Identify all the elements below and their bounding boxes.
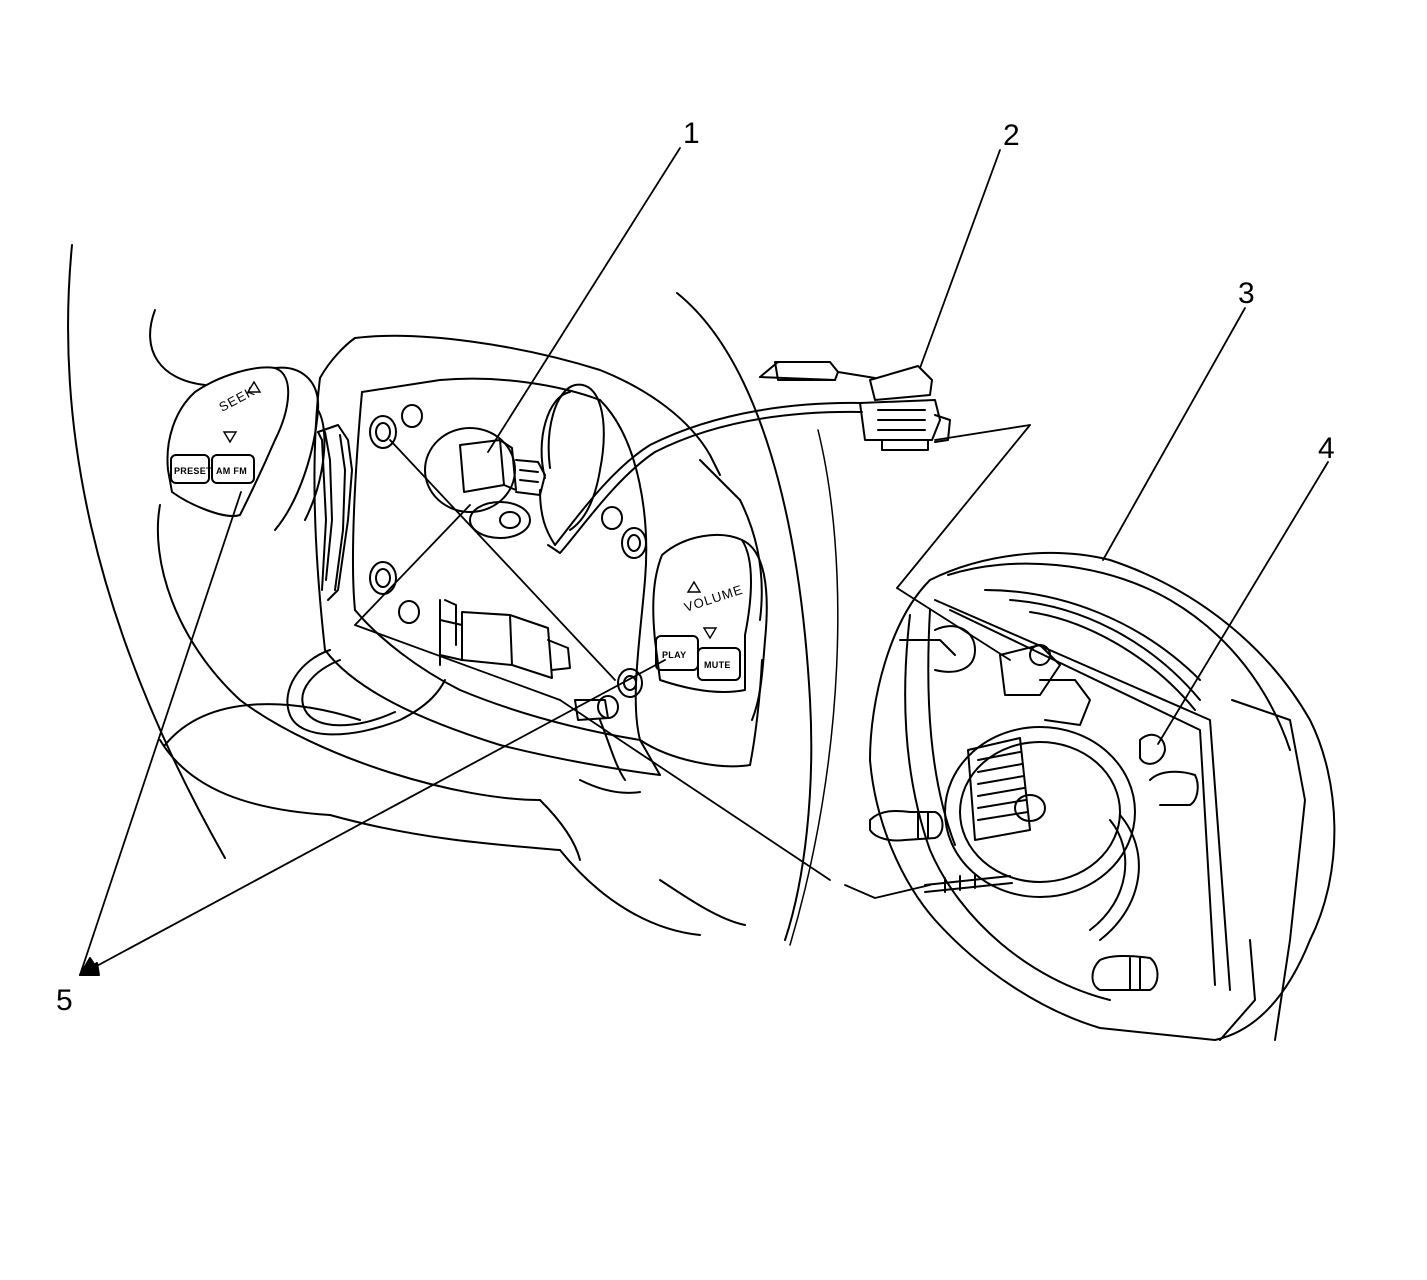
arrow-up-icon [686, 580, 702, 593]
inflatable-restraint-module [869, 552, 1336, 1041]
am-fm-label: AM FM [216, 466, 247, 476]
callout-3: 3 [1238, 277, 1255, 310]
seek-label: SEEK [216, 383, 257, 414]
mute-label: MUTE [704, 660, 731, 670]
callout-1: 1 [683, 117, 700, 150]
clockspring-wire [554, 401, 863, 546]
callout-2: 2 [1003, 119, 1020, 152]
mounting-holes [369, 404, 647, 719]
jumper-wire-loop [547, 383, 605, 531]
play-label: PLAY [662, 650, 686, 660]
inflator-module-connector [759, 361, 951, 451]
preset-label: PRESET [174, 466, 212, 476]
callout-leader-lines [79, 147, 1329, 976]
small-connector [574, 699, 609, 721]
preset-button[interactable] [170, 454, 210, 484]
arrow-down-icon [702, 627, 718, 640]
arrow-down-icon [222, 431, 238, 444]
arrow-up-icon [246, 380, 262, 393]
callout-4: 4 [1318, 432, 1335, 465]
arrow-head-right [79, 962, 100, 976]
lower-wire [286, 649, 446, 736]
right-radio-switch-housing [652, 534, 768, 721]
mute-button[interactable] [697, 647, 741, 681]
callout-5: 5 [56, 984, 73, 1017]
am-fm-button[interactable] [211, 454, 255, 484]
lower-connector [439, 599, 571, 679]
radio-control-connector [459, 439, 546, 496]
left-switch-wiring [317, 424, 353, 601]
steering-wheel-hub [313, 334, 763, 794]
